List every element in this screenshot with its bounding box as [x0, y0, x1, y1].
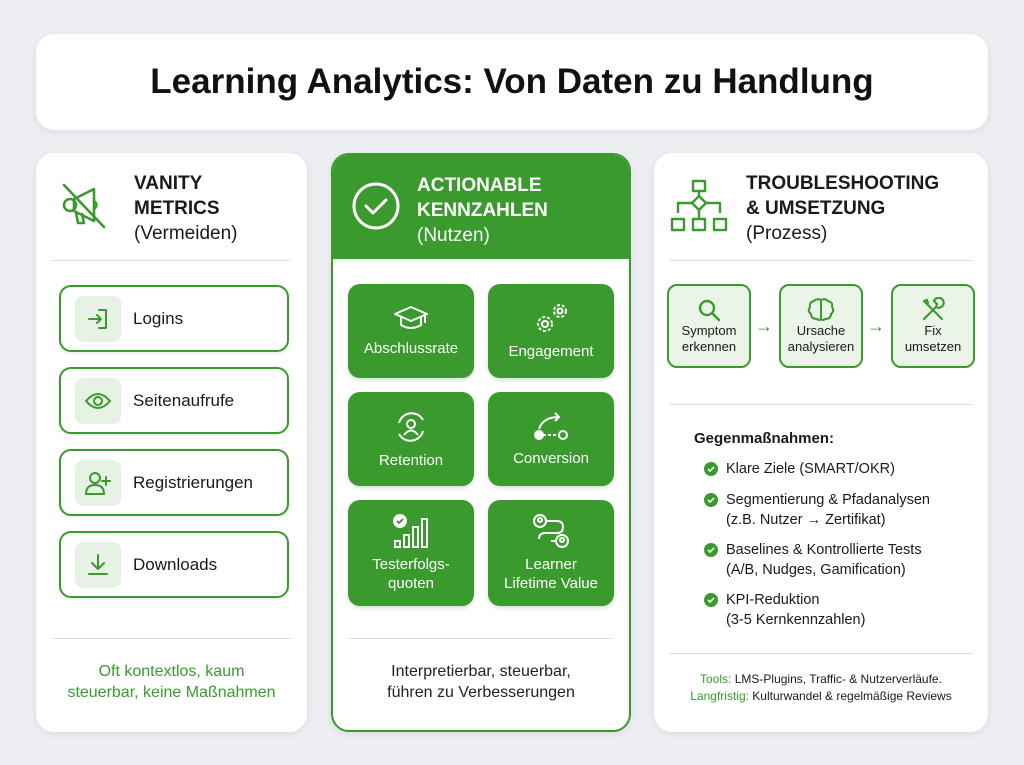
- kpi-tile-engagement: Engagement: [488, 284, 614, 378]
- actionable-title-line1: ACTIONABLE: [417, 175, 542, 196]
- bar-chart-check-icon: [393, 514, 428, 548]
- tools-note: Tools: LMS-Plugins, Traffic- & Nutzerver…: [700, 672, 942, 686]
- graduation-cap-icon: [394, 305, 428, 329]
- actionable-header: ACTIONABLE KENNZAHLEN (Nutzen): [333, 155, 629, 259]
- kpi-tile-label: Testerfolgs-: [372, 556, 450, 573]
- flowchart-icon: [670, 179, 728, 232]
- eye-icon: [84, 392, 112, 409]
- vanity-subtitle: (Vermeiden): [134, 223, 238, 244]
- step-label: analysieren: [787, 339, 855, 354]
- step-label: Ursache: [796, 323, 846, 338]
- vanity-item-downloads: Downloads: [59, 531, 289, 598]
- troubleshooting-title-line1: TROUBLESHOOTING: [746, 173, 940, 194]
- vanity-item-registrierungen: Registrierungen: [59, 449, 289, 516]
- kpi-tile-testerfolgsquoten: Testerfolgs-quoten: [348, 500, 474, 606]
- divider: [670, 404, 972, 405]
- countermeasures-heading: Gegenmaßnahmen:: [694, 430, 835, 447]
- kpi-tile-label: Retention: [378, 451, 444, 469]
- brain-icon: [807, 298, 835, 321]
- kpi-tile-abschlussrate: Abschlussrate: [348, 284, 474, 378]
- users-flow-icon: [533, 514, 569, 548]
- vanity-item-logins: Logins: [59, 285, 289, 352]
- check-icon: [704, 593, 718, 607]
- search-icon: [698, 299, 721, 322]
- kpi-tile-label: Abschlussrate: [363, 339, 459, 357]
- step-label: erkennen: [681, 339, 737, 354]
- divider: [52, 260, 291, 261]
- vanity-header: VANITY METRICS (Vermeiden): [36, 153, 307, 259]
- divider: [349, 638, 613, 639]
- kpi-tile-label: Conversion: [513, 449, 589, 467]
- vanity-item-label: Seitenaufrufe: [133, 390, 235, 410]
- title-banner: Learning Analytics: Von Daten zu Handlun…: [36, 34, 988, 130]
- troubleshooting-title-line2: & UMSETZUNG: [746, 198, 886, 219]
- user-plus-icon: [84, 471, 111, 495]
- kpi-tile-retention: Retention: [348, 392, 474, 486]
- troubleshooting-header: TROUBLESHOOTING & UMSETZUNG (Prozess): [654, 153, 988, 259]
- step-label: Fix: [924, 323, 942, 338]
- countermeasure-item: Klare Ziele (SMART/OKR): [704, 459, 895, 479]
- divider: [52, 638, 291, 639]
- troubleshooting-subtitle: (Prozess): [746, 223, 828, 244]
- vanity-title-line1: VANITY: [134, 173, 203, 194]
- step-label: Symptom: [681, 323, 737, 338]
- check-icon: [704, 543, 718, 557]
- actionable-footer: Interpretierbar, steuerbar,führen zu Ver…: [387, 663, 575, 701]
- actionable-subtitle: (Nutzen): [417, 225, 490, 246]
- tools-icon: [922, 297, 945, 321]
- vanity-item-label: Downloads: [133, 554, 218, 574]
- arrow-right-icon: →: [755, 316, 773, 336]
- countermeasure-item: KPI-Reduktion(3-5 Kernkennzahlen): [704, 590, 865, 630]
- conversion-path-icon: [534, 411, 568, 440]
- gears-icon: [537, 303, 567, 332]
- countermeasure-item: Segmentierung & Pfadanalysen(z.B. Nutzer…: [704, 490, 930, 530]
- check-circle-icon: [352, 182, 400, 230]
- kpi-tile-label: Lifetime Value: [504, 575, 598, 592]
- check-icon: [704, 462, 718, 476]
- kpi-tile-conversion: Conversion: [488, 392, 614, 486]
- kpi-tile-label: quoten: [388, 575, 434, 592]
- page-title: Learning Analytics: Von Daten zu Handlun…: [150, 62, 874, 101]
- actionable-kpis-card: ACTIONABLE KENNZAHLEN (Nutzen) Abschlussra…: [331, 153, 631, 732]
- user-cycle-icon: [398, 411, 424, 442]
- login-icon: [88, 308, 107, 329]
- check-icon: [704, 493, 718, 507]
- kpi-tile-label: Learner: [525, 556, 577, 573]
- divider: [670, 260, 972, 261]
- divider: [670, 653, 972, 654]
- megaphone-off-icon: [62, 183, 106, 229]
- vanity-item-label: Logins: [133, 308, 184, 328]
- vanity-metrics-card: VANITY METRICS (Vermeiden) Logins Seitenau…: [36, 153, 307, 732]
- step-label: umsetzen: [904, 339, 962, 354]
- long-term-note: Langfristig: Kulturwandel & regelmäßige …: [690, 689, 952, 703]
- download-icon: [88, 553, 108, 575]
- countermeasure-item: Baselines & Kontrollierte Tests(A/B, Nud…: [704, 540, 922, 580]
- vanity-item-seitenaufrufe: Seitenaufrufe: [59, 367, 289, 434]
- actionable-title-line2: KENNZAHLEN: [417, 200, 548, 221]
- arrow-right-icon: →: [867, 316, 885, 336]
- vanity-item-label: Registrierungen: [133, 472, 254, 492]
- kpi-tile-label: Engagement: [508, 342, 594, 360]
- troubleshooting-card: TROUBLESHOOTING & UMSETZUNG (Prozess) Symp…: [654, 153, 988, 732]
- vanity-title-line2: METRICS: [134, 198, 220, 219]
